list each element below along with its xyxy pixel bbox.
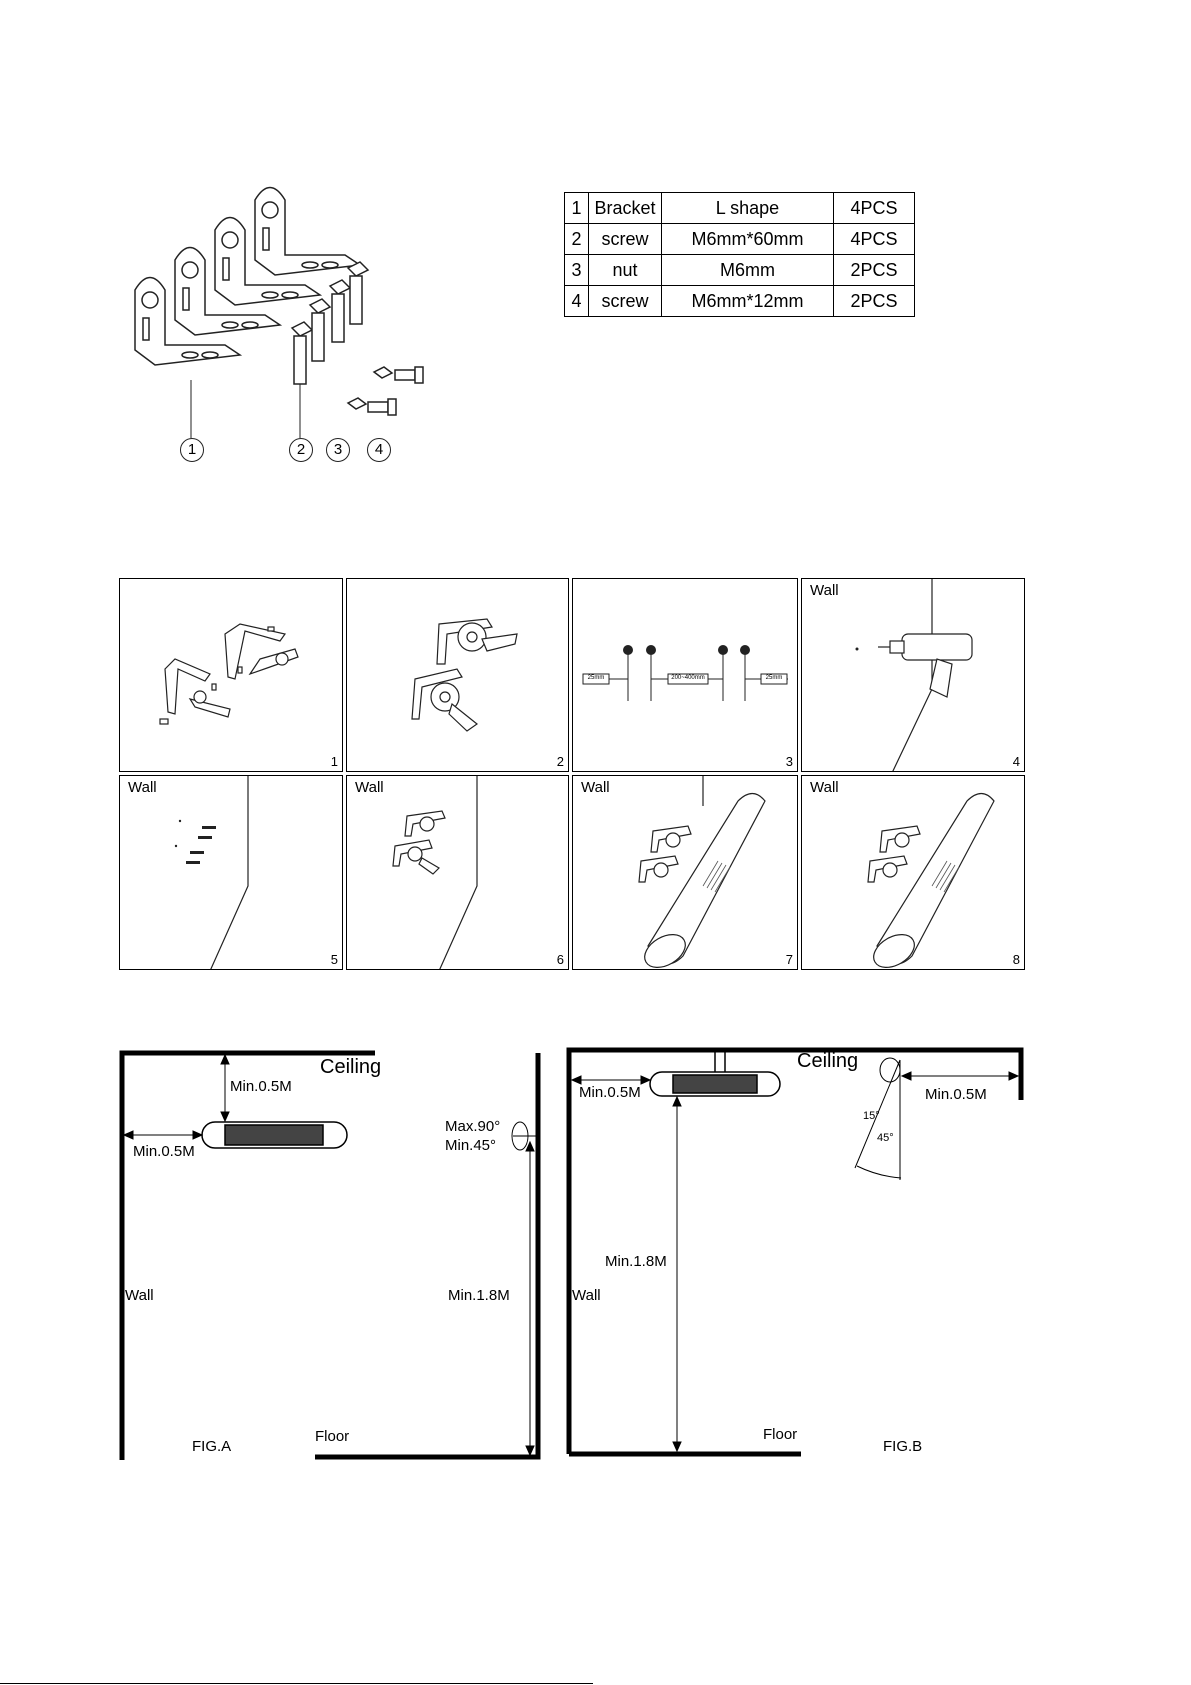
step-number: 7	[786, 952, 793, 967]
wall-label: Wall	[572, 1287, 601, 1304]
figure-a: Ceiling Min.0.5M Min.0.5M Max.90° Min.45…	[115, 1040, 555, 1460]
drill-drawing	[802, 579, 1025, 772]
part-name: nut	[589, 255, 662, 286]
step-panel-5: Wall 5	[119, 775, 343, 970]
step-number: 8	[1013, 952, 1020, 967]
min-angle: Min.45°	[445, 1137, 496, 1154]
part-spec: M6mm*60mm	[662, 224, 834, 255]
heater-hanging-drawing	[573, 776, 798, 970]
step-panel-2: 2	[346, 578, 569, 772]
min-height: Min.1.8M	[448, 1287, 510, 1304]
part-spec: L shape	[662, 193, 834, 224]
part-qty: 2PCS	[834, 286, 915, 317]
wall-label: Wall	[355, 779, 384, 796]
part-spec: M6mm*12mm	[662, 286, 834, 317]
min-height: Min.1.8M	[605, 1253, 667, 1270]
callout-3: 3	[326, 438, 350, 462]
step-number: 6	[557, 952, 564, 967]
step-number: 3	[786, 754, 793, 769]
part-name: screw	[589, 224, 662, 255]
table-row: 4 screw M6mm*12mm 2PCS	[565, 286, 915, 317]
step-number: 4	[1013, 754, 1020, 769]
footnote-rule	[0, 1683, 593, 1684]
min-top-clearance: Min.0.5M	[230, 1078, 292, 1095]
step-panel-3: 25mm 200~400mm 25mm 3	[572, 578, 798, 772]
part-number: 1	[565, 193, 589, 224]
step-panel-6: Wall 6	[346, 775, 569, 970]
wall-label: Wall	[581, 779, 610, 796]
anchor-insertion-drawing	[120, 776, 343, 970]
step-panel-7: Wall 7	[572, 775, 798, 970]
edge-spacing-left: 25mm	[583, 675, 609, 681]
heater-installed-drawing	[802, 776, 1025, 970]
wall-label: Wall	[125, 1287, 154, 1304]
part-name: Bracket	[589, 193, 662, 224]
step-panel-8: Wall 8	[801, 775, 1025, 970]
table-row: 3 nut M6mm 2PCS	[565, 255, 915, 286]
step-panel-1: 1	[119, 578, 343, 772]
figure-a-drawing	[115, 1040, 555, 1460]
wall-label: Wall	[128, 779, 157, 796]
step-number: 5	[331, 952, 338, 967]
edge-spacing-right: 25mm	[761, 675, 787, 681]
step-panel-4: Wall 4	[801, 578, 1025, 772]
bracket-mount-drawing	[347, 776, 569, 970]
step-number: 2	[557, 754, 564, 769]
part-qty: 4PCS	[834, 224, 915, 255]
step-number: 1	[331, 754, 338, 769]
part-qty: 4PCS	[834, 193, 915, 224]
callout-4: 4	[367, 438, 391, 462]
ceiling-label: Ceiling	[320, 1056, 381, 1079]
ceiling-label: Ceiling	[797, 1050, 858, 1073]
callout-1: 1	[180, 438, 204, 462]
min-side-clearance: Min.0.5M	[133, 1143, 195, 1160]
parts-table: 1 Bracket L shape 4PCS 2 screw M6mm*60mm…	[564, 192, 915, 317]
figure-b: Ceiling Min.0.5M Min.0.5M 15° 45° Min.1.…	[565, 1040, 1025, 1460]
wall-label: Wall	[810, 582, 839, 599]
max-angle: Max.90°	[445, 1118, 500, 1135]
min-left-clearance: Min.0.5M	[579, 1084, 641, 1101]
figure-b-caption: FIG.B	[883, 1438, 922, 1455]
figure-b-drawing	[565, 1040, 1025, 1460]
table-row: 1 Bracket L shape 4PCS	[565, 193, 915, 224]
part-qty: 2PCS	[834, 255, 915, 286]
table-row: 2 screw M6mm*60mm 4PCS	[565, 224, 915, 255]
part-name: screw	[589, 286, 662, 317]
floor-label: Floor	[763, 1426, 797, 1443]
angle-15: 15°	[863, 1110, 880, 1122]
part-number: 2	[565, 224, 589, 255]
part-number: 4	[565, 286, 589, 317]
parts-illustration: 1 2 3 4	[120, 180, 460, 500]
part-spec: M6mm	[662, 255, 834, 286]
bracket-assembly-drawing	[120, 579, 343, 772]
wall-label: Wall	[810, 779, 839, 796]
figure-a-caption: FIG.A	[192, 1438, 231, 1455]
floor-label: Floor	[315, 1428, 349, 1445]
hole-spacing: 200~400mm	[668, 675, 708, 681]
angle-45: 45°	[877, 1132, 894, 1144]
bracket-assembled-drawing	[347, 579, 569, 772]
part-number: 3	[565, 255, 589, 286]
min-right-clearance: Min.0.5M	[925, 1086, 987, 1103]
callout-2: 2	[289, 438, 313, 462]
